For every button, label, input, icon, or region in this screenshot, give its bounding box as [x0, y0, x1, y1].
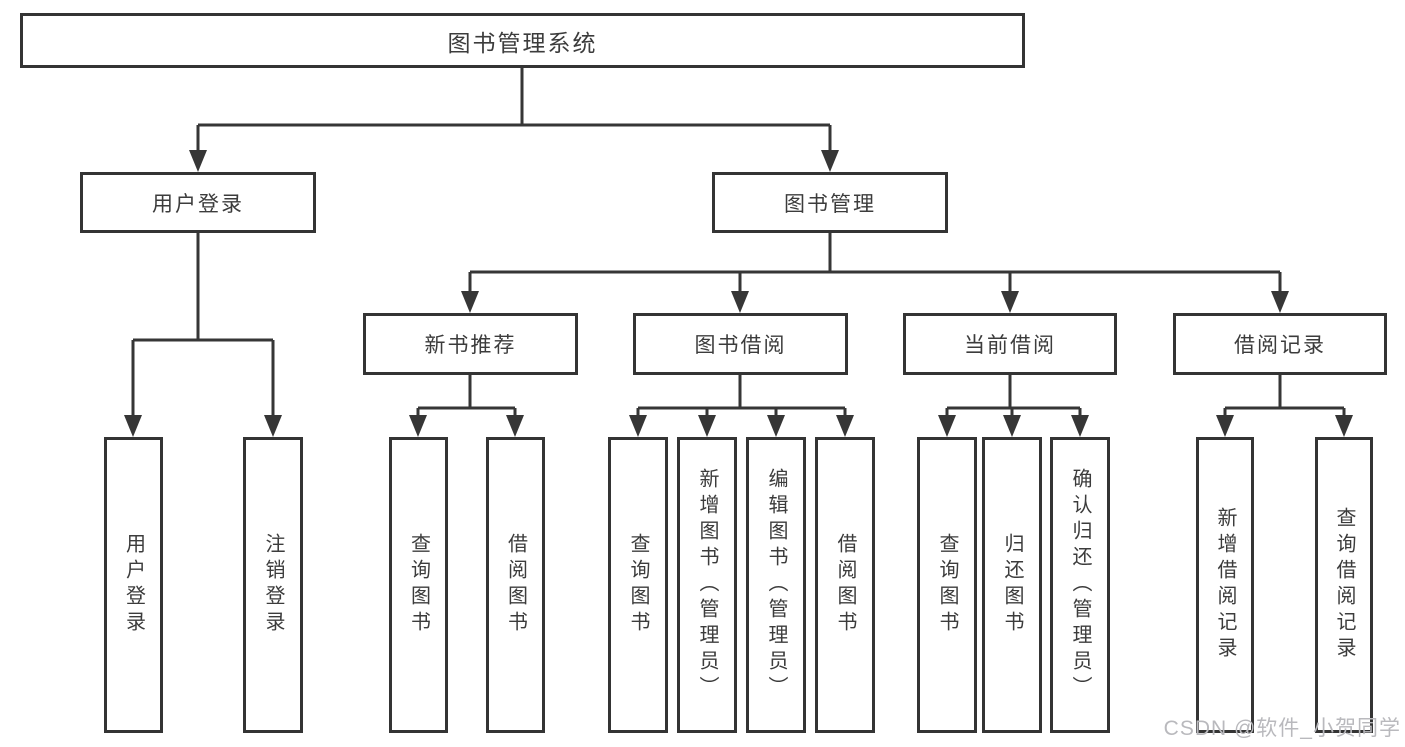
- leaf-borrow-books: 借阅图书: [815, 437, 875, 733]
- leaf-confirm-return-admin-label: 确认归还（管理员）: [1069, 468, 1091, 702]
- leaf-newbooks-borrow-books: 借阅图书: [486, 437, 545, 733]
- connector-current-borrow-children: [938, 375, 1089, 437]
- node-user-login-label: 用户登录: [152, 192, 244, 216]
- leaf-edit-books-admin-label: 编辑图书（管理员）: [765, 468, 787, 702]
- leaf-newbooks-query-books-label: 查询图书: [407, 533, 430, 637]
- leaf-query-borrow-record: 查询借阅记录: [1315, 437, 1373, 733]
- leaf-query-borrow-record-label: 查询借阅记录: [1333, 507, 1355, 663]
- node-new-books-label: 新书推荐: [424, 334, 517, 357]
- leaf-borrow-books-label: 借阅图书: [834, 533, 856, 637]
- leaf-newbooks-query-books: 查询图书: [389, 437, 448, 733]
- node-borrow-records-label: 借阅记录: [1234, 334, 1326, 357]
- leaf-edit-books-admin: 编辑图书（管理员）: [746, 437, 806, 733]
- leaf-add-borrow-record-label: 新增借阅记录: [1214, 507, 1236, 663]
- csdn-watermark: CSDN @软件_小贺同学: [1163, 717, 1401, 740]
- leaf-logout: 注销登录: [243, 437, 303, 733]
- connector-borrow-records-children: [1216, 375, 1353, 437]
- node-current-borrow: 当前借阅: [903, 313, 1117, 375]
- connector-user-login-children: [124, 233, 282, 437]
- node-root-label: 图书管理系统: [447, 29, 598, 56]
- leaf-logout-label: 注销登录: [262, 533, 284, 637]
- node-book-management: 图书管理: [712, 172, 948, 233]
- connector-book-borrow-children: [629, 375, 854, 437]
- leaf-add-borrow-record: 新增借阅记录: [1196, 437, 1254, 733]
- connector-new-books-children: [409, 375, 524, 437]
- node-book-management-label: 图书管理: [784, 192, 876, 216]
- node-new-books: 新书推荐: [363, 313, 578, 375]
- leaf-current-query-books: 查询图书: [917, 437, 977, 733]
- leaf-user-login: 用户登录: [104, 437, 163, 733]
- leaf-add-books-admin: 新增图书（管理员）: [677, 437, 737, 733]
- connector-book-management-children: [461, 233, 1289, 313]
- leaf-borrow-query-books-label: 查询图书: [627, 533, 649, 637]
- leaf-return-books-label: 归还图书: [1001, 533, 1023, 637]
- node-book-borrow: 图书借阅: [633, 313, 848, 375]
- leaf-add-books-admin-label: 新增图书（管理员）: [696, 468, 718, 702]
- node-user-login: 用户登录: [80, 172, 316, 233]
- node-borrow-records: 借阅记录: [1173, 313, 1387, 375]
- leaf-confirm-return-admin: 确认归还（管理员）: [1050, 437, 1110, 733]
- leaf-borrow-query-books: 查询图书: [608, 437, 668, 733]
- connector-root-to-level2: [189, 68, 839, 172]
- leaf-return-books: 归还图书: [982, 437, 1042, 733]
- leaf-current-query-books-label: 查询图书: [936, 533, 958, 637]
- leaf-newbooks-borrow-books-label: 借阅图书: [504, 533, 527, 637]
- leaf-user-login-label: 用户登录: [122, 533, 145, 637]
- node-current-borrow-label: 当前借阅: [964, 334, 1056, 357]
- node-book-borrow-label: 图书借阅: [694, 334, 787, 357]
- node-root-system: 图书管理系统: [20, 13, 1025, 68]
